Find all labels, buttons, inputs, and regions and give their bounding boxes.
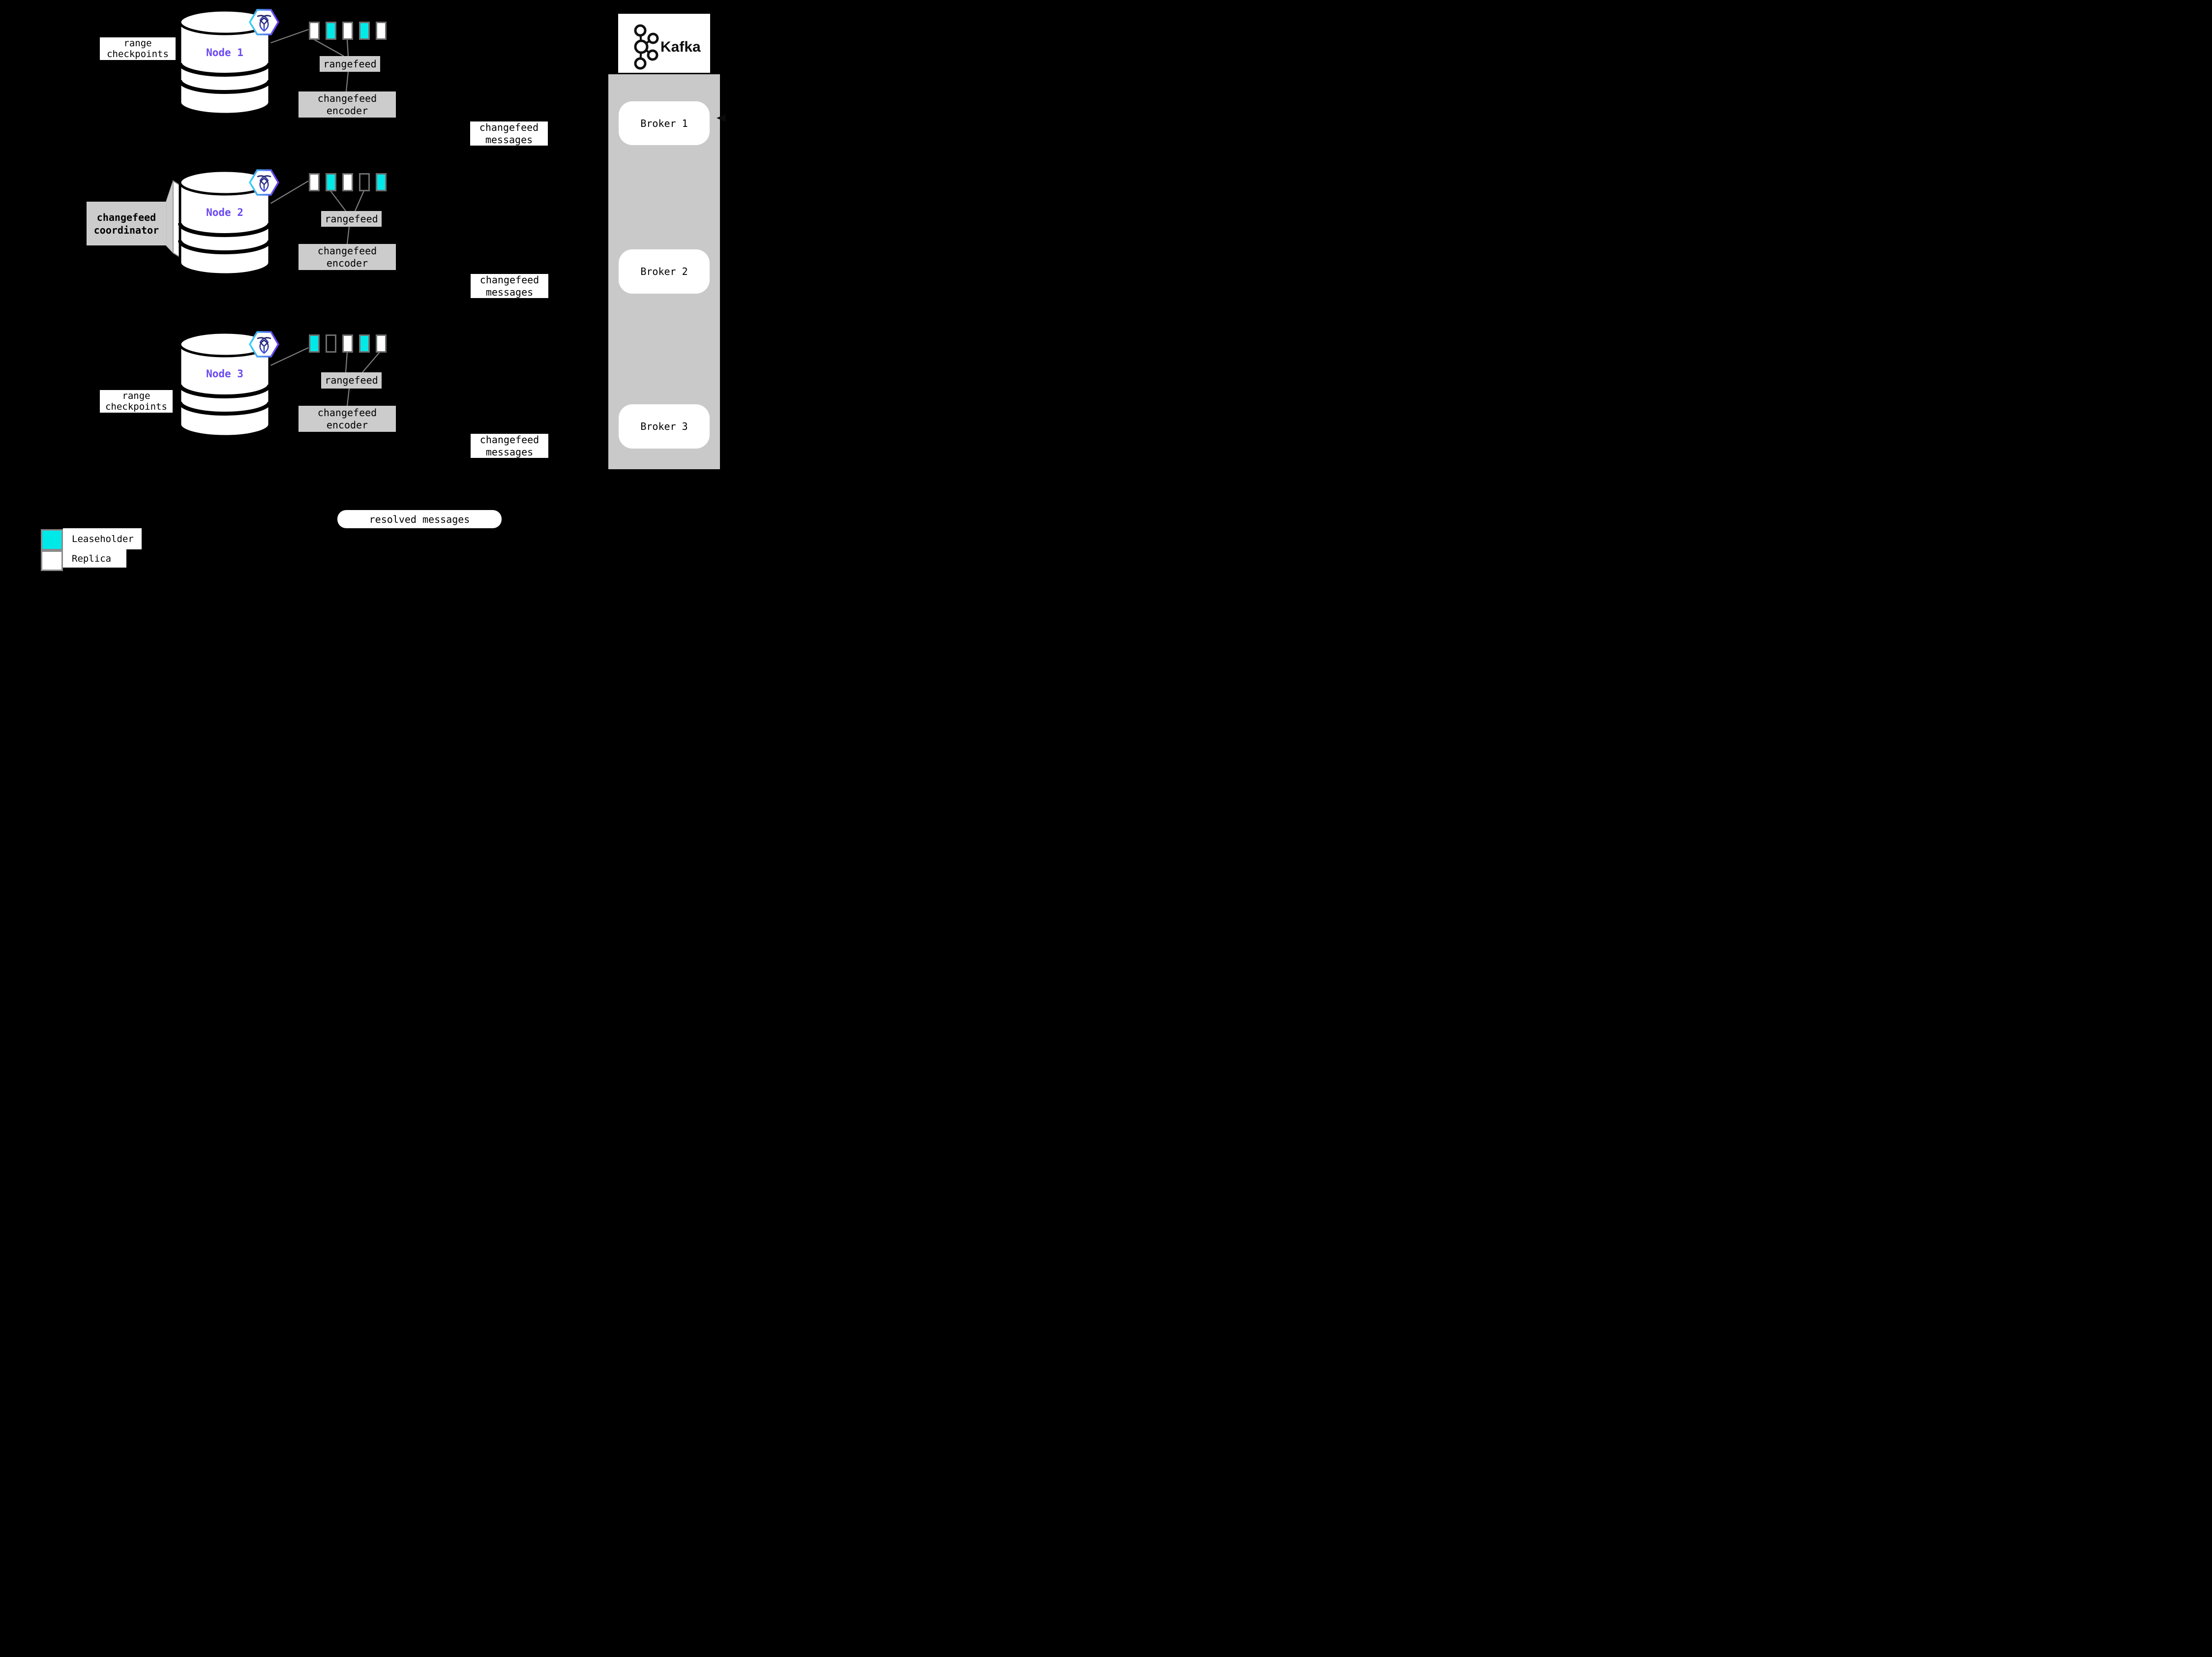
kafka-nodes-icon xyxy=(634,24,659,70)
changefeed-messages-label-3: changefeed messages xyxy=(471,434,548,458)
encoder-line2: encoder xyxy=(326,104,368,117)
range-replica xyxy=(342,173,353,191)
connector-rangefeed2-encoder2 xyxy=(346,226,350,244)
changefeed-architecture-diagram: range checkpoints changefeed coordinator… xyxy=(0,0,771,577)
changefeed-messages-label-1: changefeed messages xyxy=(470,121,548,146)
connector-cylinder2-range xyxy=(269,181,309,205)
changefeed-messages-label-2: changefeed messages xyxy=(471,274,548,298)
range-replica xyxy=(342,22,353,40)
diagram-shapes-layer xyxy=(166,9,726,438)
range-empty xyxy=(326,334,336,353)
connector-lines xyxy=(269,29,380,406)
node-2-label: Node 2 xyxy=(206,207,243,218)
connector-range-rangefeed3 xyxy=(345,352,348,373)
range-leaseholder xyxy=(359,22,370,40)
broker-1-box: Broker 1 xyxy=(619,101,710,145)
encoder-line2: encoder xyxy=(326,257,368,269)
range-leaseholder xyxy=(326,22,336,40)
broker-2-box: Broker 2 xyxy=(619,249,710,294)
range-checkpoints-line2: checkpoints xyxy=(107,49,169,60)
range-leaseholder xyxy=(376,173,387,191)
messages-line1: changefeed xyxy=(479,121,539,133)
node-3-label: Node 3 xyxy=(206,368,243,380)
encoder-line1: changefeed xyxy=(317,92,377,104)
node1-database-cylinder-icon xyxy=(178,9,271,116)
legend-replica-label: Replica xyxy=(63,549,126,568)
range-checkpoints-label-node1: range checkpoints xyxy=(100,37,176,60)
cockroachdb-hexagon-icon xyxy=(248,9,280,35)
encoder-line1: changefeed xyxy=(317,244,377,257)
node-3-ranges xyxy=(309,334,387,353)
range-leaseholder xyxy=(326,173,336,191)
messages-line1: changefeed xyxy=(479,273,539,286)
changefeed-encoder-box-node1: changefeed encoder xyxy=(299,91,396,118)
rangefeed-box-node2: rangefeed xyxy=(321,211,382,227)
connector-cylinder3-range xyxy=(269,347,309,366)
encoder-line1: changefeed xyxy=(317,406,377,419)
changefeed-coordinator-label: changefeed coordinator xyxy=(87,202,166,245)
resolved-messages-pill: resolved messages xyxy=(337,510,502,528)
rangefeed-box-node3: rangefeed xyxy=(321,372,382,389)
messages-line2: messages xyxy=(485,286,534,298)
node2-database-cylinder-icon xyxy=(178,169,271,276)
range-leaseholder xyxy=(359,334,370,353)
connector-range-rangefeed3b xyxy=(362,352,380,373)
coordinator-line1: changefeed xyxy=(96,211,156,223)
kafka-logo-box xyxy=(618,14,710,73)
range-checkpoints-line1: range xyxy=(123,38,152,49)
node-2-ranges xyxy=(309,173,387,191)
connector-rangefeed3-encoder3 xyxy=(346,388,350,406)
node-1-label: Node 1 xyxy=(206,47,243,59)
range-replica xyxy=(376,22,387,40)
changefeed-encoder-box-node3: changefeed encoder xyxy=(299,406,396,432)
coordinator-callout-wedge xyxy=(166,181,174,254)
messages-line2: messages xyxy=(485,446,534,458)
range-replica xyxy=(309,173,320,191)
cockroachdb-hexagon-icon xyxy=(248,169,280,196)
node-1-ranges xyxy=(309,22,387,40)
connector-range-rangefeed1b xyxy=(346,39,349,57)
legend-leaseholder-swatch xyxy=(41,529,63,550)
connector-rangefeed1-encoder1 xyxy=(345,71,349,92)
range-checkpoints-label-node3: range checkpoints xyxy=(100,390,173,413)
range-leaseholder xyxy=(309,334,320,353)
connector-cylinder1-range xyxy=(269,29,309,44)
cockroachdb-hexagon-icon xyxy=(248,331,280,358)
messages-line1: changefeed xyxy=(479,433,539,446)
range-checkpoints-line2: checkpoints xyxy=(105,401,167,412)
node3-database-cylinder-icon xyxy=(178,331,271,438)
range-replica xyxy=(376,334,387,353)
connector-range-rangefeed2 xyxy=(330,190,346,211)
rangefeed-box-node1: rangefeed xyxy=(320,56,380,72)
connector-range-rangefeed2b xyxy=(354,190,365,211)
broker-3-box: Broker 3 xyxy=(619,404,710,449)
legend-leaseholder-label: Leaseholder xyxy=(63,528,142,549)
arrowhead-left-icon xyxy=(717,114,726,122)
range-empty xyxy=(359,173,370,191)
messages-line2: messages xyxy=(485,133,533,146)
connector-range-rangefeed1 xyxy=(313,39,344,57)
range-checkpoints-line1: range xyxy=(122,391,150,401)
range-replica xyxy=(342,334,353,353)
range-replica xyxy=(309,22,320,40)
encoder-line2: encoder xyxy=(326,419,368,431)
changefeed-encoder-box-node2: changefeed encoder xyxy=(299,244,396,270)
coordinator-line2: coordinator xyxy=(93,224,159,236)
kafka-logo-text: Kafka xyxy=(660,39,701,55)
legend-replica-swatch xyxy=(41,550,63,571)
